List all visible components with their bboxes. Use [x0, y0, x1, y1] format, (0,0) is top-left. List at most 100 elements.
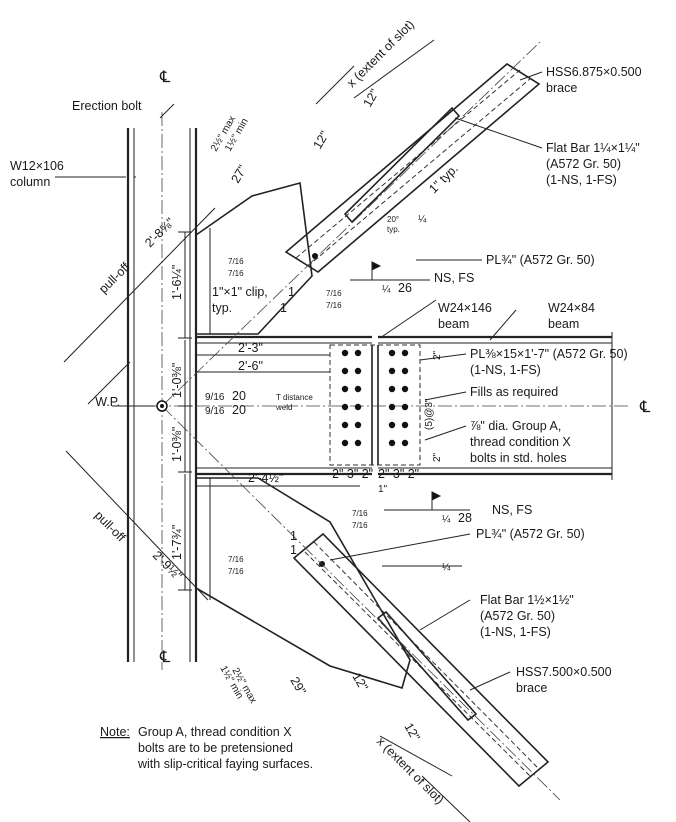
- flatbar-upper-1: Flat Bar 1¼×1¼": [546, 141, 640, 155]
- dim-1-0-lower: 1'-0⅜": [170, 427, 184, 462]
- bolt: [354, 349, 362, 357]
- weld-716-f: 7/16: [352, 521, 368, 530]
- weld-symbols: [350, 261, 470, 511]
- bolt: [388, 385, 396, 393]
- dim-12-upper-b: 12": [310, 129, 331, 152]
- flatbar-upper-2: (A572 Gr. 50): [546, 157, 621, 171]
- upper-gusset-plate: [195, 181, 313, 335]
- weld-20-b: 20: [232, 403, 246, 417]
- bolt: [341, 439, 349, 447]
- weld-28: 28: [458, 511, 472, 525]
- weld-916-a: 9/16: [205, 392, 225, 403]
- hss-upper: HSS6.875×0.500: [546, 65, 642, 79]
- bolt: [388, 349, 396, 357]
- bolt: [341, 367, 349, 375]
- note-line-2: bolts are to be pretensioned: [138, 741, 293, 755]
- lower-one-b: 1: [290, 543, 297, 557]
- weld-ns-fs-upper: NS, FS: [434, 271, 474, 285]
- centerline-symbol-bottom: ℄: [159, 649, 171, 666]
- gage-left: 2" 3" 2": [332, 467, 373, 481]
- centerline-symbol-right: ℄: [639, 399, 651, 416]
- twenty-typ: typ.: [387, 225, 400, 234]
- flatbar-lower-2: (A572 Gr. 50): [480, 609, 555, 623]
- dim-12-upper-a: 12": [360, 87, 381, 110]
- weld-qtr-lower: ¼: [442, 513, 451, 525]
- dim-2-8: 2'-8⅝": [142, 215, 177, 250]
- column-name-label: W12×106: [10, 159, 64, 173]
- weld-qtr-upper: ¼: [382, 283, 391, 295]
- weld-716-a: 7/16: [228, 257, 244, 266]
- clip-typ: typ.: [212, 301, 232, 315]
- clip-one-b: 1: [280, 301, 287, 315]
- twenty-deg: 20°: [387, 215, 399, 224]
- w24146-sub: beam: [438, 317, 469, 331]
- hss-upper-sub: brace: [546, 81, 577, 95]
- pl-upper: PL¾" (A572 Gr. 50): [486, 253, 595, 267]
- bolt: [388, 403, 396, 411]
- bolt: [341, 403, 349, 411]
- bolt: [401, 367, 409, 375]
- bolt: [388, 421, 396, 429]
- clip-label: 1"×1" clip,: [212, 285, 268, 299]
- weld-20-a: 20: [232, 389, 246, 403]
- lower-quarter: ¼: [442, 561, 451, 573]
- dim-29in: 29": [287, 675, 308, 698]
- bolt: [354, 421, 362, 429]
- bolt: [341, 385, 349, 393]
- bolt-group: [341, 349, 409, 447]
- w24146-label: W24×146: [438, 301, 492, 315]
- lower-one-a: 1: [290, 529, 297, 543]
- upper-hss-brace: [284, 63, 541, 273]
- beam-w24x84: [378, 332, 613, 480]
- two-bottom: 2": [432, 452, 443, 462]
- bolt: [388, 439, 396, 447]
- weld-26: 26: [398, 281, 412, 295]
- hss-lower-sub: brace: [516, 681, 547, 695]
- w2484-sub: beam: [548, 317, 579, 331]
- bolt: [401, 439, 409, 447]
- w2484-label: W24×84: [548, 301, 595, 315]
- bolts-1: ⅞" dia. Group A,: [470, 419, 561, 433]
- dim-1-6: 1'-6¼": [170, 265, 184, 300]
- pl-lower: PL¾" (A572 Gr. 50): [476, 527, 585, 541]
- dim-2-3: 2'-3": [238, 341, 263, 355]
- dimension-lines: [63, 39, 471, 822]
- lower-hss-brace: [292, 532, 550, 788]
- weld-716-c: 7/16: [326, 289, 342, 298]
- two-top: 2": [432, 350, 443, 360]
- bolt: [341, 421, 349, 429]
- weld-716-h: 7/16: [228, 567, 244, 576]
- leader-lines: [55, 71, 543, 691]
- upper-flat-bar: [343, 106, 461, 224]
- clip-one-a: 1: [288, 285, 295, 299]
- bolt: [401, 385, 409, 393]
- flatbar-upper-3: (1-NS, 1-FS): [546, 173, 617, 187]
- dim-2-4: 2'-4½": [248, 471, 283, 485]
- bolt: [354, 385, 362, 393]
- one-typ: 1" typ.: [426, 161, 461, 196]
- pl-splice-1: PL⅜×15×1'-7" (A572 Gr. 50): [470, 347, 628, 361]
- note-head: Note:: [100, 725, 130, 739]
- weld-716-d: 7/16: [326, 301, 342, 310]
- bolt: [341, 349, 349, 357]
- bolt: [401, 349, 409, 357]
- t-weld: weld: [275, 403, 292, 412]
- lower-gusset-plate: [195, 477, 411, 690]
- weld-716-g: 7/16: [228, 555, 244, 564]
- gage-right: 2" 3" 2": [378, 467, 419, 481]
- t-distance: T distance: [276, 393, 313, 402]
- pull-off-lower: pull-off: [92, 508, 129, 545]
- lower-flat-bar: [376, 610, 478, 722]
- bolts-2: thread condition X: [470, 435, 571, 449]
- dim-1-7: 1'-7¾": [170, 525, 184, 560]
- centerline-symbol-top: ℄: [159, 69, 171, 86]
- hss-lower: HSS7.500×0.500: [516, 665, 612, 679]
- dim-12-lower-b: 12": [401, 721, 422, 744]
- bolt: [354, 439, 362, 447]
- weld-ns-fs-lower: NS, FS: [492, 503, 532, 517]
- splice-plate: [329, 344, 421, 466]
- bolt: [401, 421, 409, 429]
- upper-quarter: ¼: [418, 213, 427, 225]
- note-line-1: Group A, thread condition X: [138, 725, 292, 739]
